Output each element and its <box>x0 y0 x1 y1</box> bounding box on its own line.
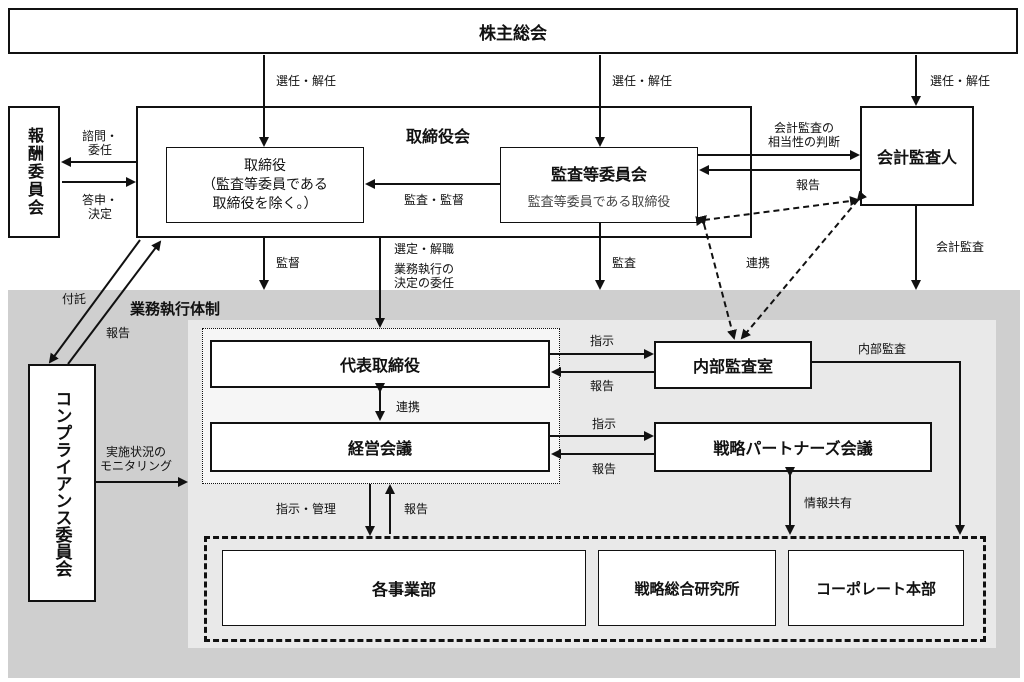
accounting-auditor-label: 会計監査人 <box>876 148 957 167</box>
cooperation-dashed-audit-auditor <box>695 196 860 226</box>
label-audit-appropriateness: 会計監査の 相当性の判断 <box>768 121 841 149</box>
directors-line-1: 取締役 <box>244 157 286 174</box>
representative-director-label: 代表取締役 <box>339 356 420 375</box>
internal-audit-line <box>812 361 965 535</box>
directors-line-3: 取締役を除く。） <box>212 195 318 212</box>
label-instruction-management: 指示・管理 <box>276 502 337 516</box>
label-auditor-report: 報告 <box>796 178 821 192</box>
audit-committee-sub: 監査等委員である取締役 <box>527 194 671 210</box>
label-audit: 監査 <box>612 256 637 270</box>
board-title: 取締役会 <box>406 127 471 146</box>
shareholders-meeting-label: 株主総会 <box>479 23 547 44</box>
label-internal-audit: 内部監査 <box>858 342 907 356</box>
directors-box: 取締役 （監査等委員である 取締役を除く。） <box>166 147 364 223</box>
business-unit-corporate-hq: コーポレート本部 <box>788 550 964 626</box>
business-units-dashed-area <box>204 536 986 642</box>
accounting-auditor-box: 会計監査人 <box>860 106 974 206</box>
label-cooperation-exec: 連携 <box>396 400 421 414</box>
audit-committee-title: 監査等委員会 <box>550 164 647 184</box>
label-elect-dismiss-1: 選任・解任 <box>276 74 337 88</box>
management-meeting-label: 経営会議 <box>347 439 412 458</box>
label-accounting-audit: 会計監査 <box>936 240 985 254</box>
management-meeting-box: 経営会議 <box>210 422 550 472</box>
label-instruction-partners: 指示 <box>592 417 617 431</box>
compliance-report-arrow <box>67 240 162 365</box>
label-entrust: 付託 <box>62 292 87 306</box>
entrust-arrow <box>48 239 141 364</box>
cooperation-dashed-audit-internal <box>697 214 737 340</box>
label-report-decide: 答申・ 決定 <box>82 193 119 221</box>
label-select-dismiss: 選定・解職 <box>394 242 455 256</box>
label-consult: 諮問・ 委任 <box>82 129 119 157</box>
label-cooperation-dashed: 連携 <box>746 256 771 270</box>
label-report-partners: 報告 <box>592 462 617 476</box>
label-elect-dismiss-2: 選任・解任 <box>612 74 673 88</box>
internal-audit-office-box: 内部監査室 <box>654 341 812 389</box>
strategic-partners-meeting-box: 戦略パートナーズ会議 <box>654 422 932 472</box>
shareholders-meeting-box: 株主総会 <box>8 8 1018 54</box>
label-business-report: 報告 <box>404 502 429 516</box>
business-unit-divisions: 各事業部 <box>222 550 586 626</box>
label-instruction-internal-audit: 指示 <box>590 334 615 348</box>
strategic-partners-meeting-label: 戦略パートナーズ会議 <box>713 439 873 458</box>
business-system-title: 業務執行体制 <box>130 300 221 318</box>
audit-committee-box: 監査等委員会 監査等委員である取締役 <box>500 147 698 223</box>
business-unit-corporate-hq-label: コーポレート本部 <box>815 579 936 598</box>
label-compliance-report: 報告 <box>106 326 131 340</box>
business-unit-research-institute: 戦略総合研究所 <box>598 550 776 626</box>
business-unit-divisions-label: 各事業部 <box>371 580 436 599</box>
compliance-committee-box: コンプライアンス委員会 <box>28 364 96 602</box>
label-monitoring: 実施状況の モニタリング <box>100 445 173 473</box>
compliance-committee-label: コンプライアンス委員会 <box>51 389 72 577</box>
compensation-committee-label: 報酬委員会 <box>25 127 44 217</box>
label-delegation: 業務執行の 決定の委任 <box>394 262 455 290</box>
label-info-sharing: 情報共有 <box>804 496 853 510</box>
directors-line-2: （監査等委員である <box>202 176 328 193</box>
label-audit-supervise: 監査・監督 <box>404 193 465 207</box>
business-unit-research-institute-label: 戦略総合研究所 <box>634 579 740 598</box>
compensation-committee-box: 報酬委員会 <box>8 106 60 238</box>
label-report-internal-audit: 報告 <box>590 379 615 393</box>
internal-audit-office-label: 内部監査室 <box>692 357 773 376</box>
label-supervise: 監督 <box>276 256 301 270</box>
label-elect-dismiss-3: 選任・解任 <box>930 74 991 88</box>
